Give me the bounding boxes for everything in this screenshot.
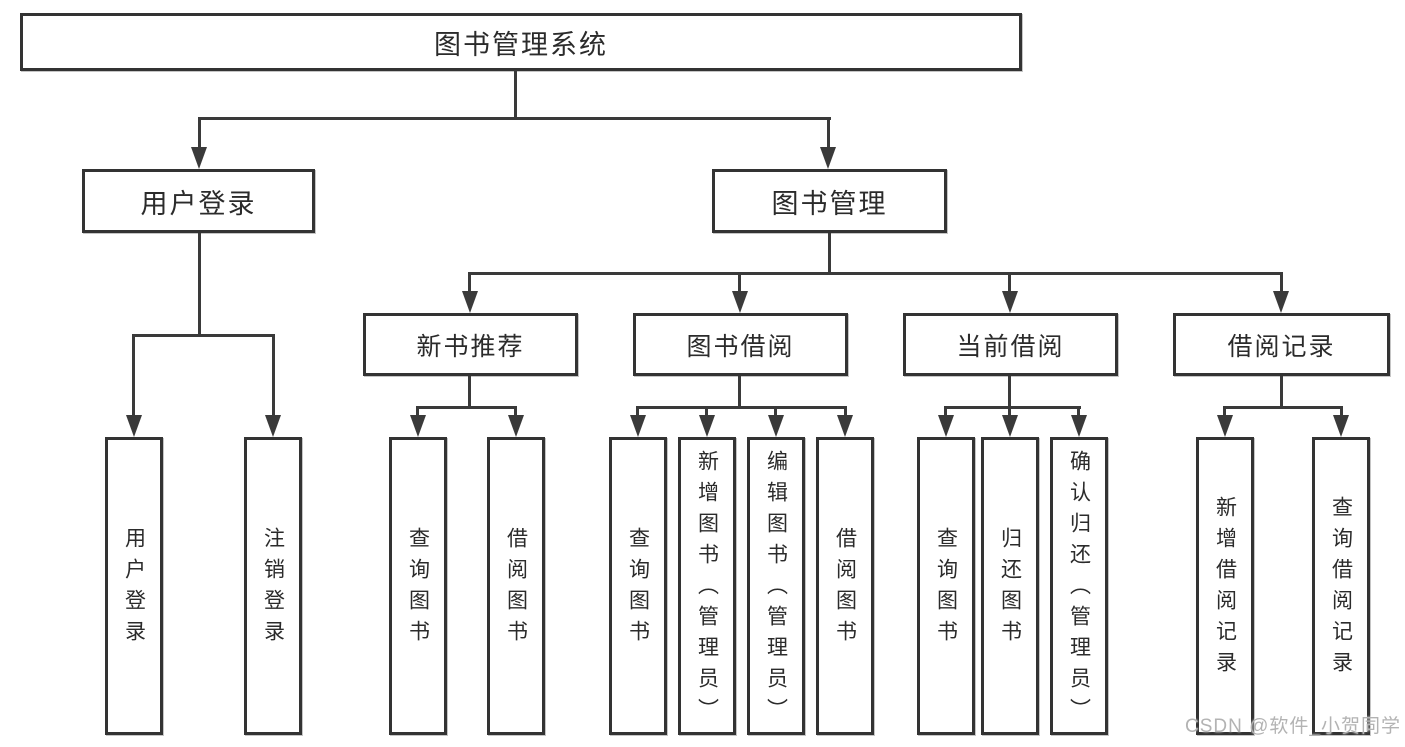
node-root-system: 图书管理系统 — [20, 13, 1022, 71]
connector-records-drop-2 — [1340, 406, 1343, 417]
connector-records-stem — [1280, 376, 1283, 409]
connector-root-rail — [198, 117, 831, 120]
connector-current-drop-3 — [1077, 406, 1080, 417]
leaf-borrow-books-recommend: 借阅图书 — [487, 437, 545, 735]
arrow-down-icon — [699, 415, 715, 437]
connector-root-drop-right — [827, 117, 830, 150]
arrow-down-icon — [1071, 415, 1087, 437]
leaf-query-books-current: 查询图书 — [917, 437, 975, 735]
leaf-return-books: 归还图书 — [981, 437, 1039, 735]
arrow-down-icon — [508, 415, 524, 437]
arrow-down-icon — [265, 415, 281, 437]
arrow-down-icon — [820, 147, 836, 169]
connector-root-stem — [514, 70, 517, 118]
connector-userlogin-drop-2 — [272, 334, 275, 417]
node-book-management: 图书管理 — [712, 169, 947, 233]
arrow-down-icon — [630, 415, 646, 437]
connector-userlogin-stem — [198, 233, 201, 337]
connector-userlogin-rail — [132, 334, 275, 337]
connector-bookmgmt-drop-4 — [1280, 272, 1283, 293]
arrow-down-icon — [462, 291, 478, 313]
leaf-query-borrow-record: 查询借阅记录 — [1312, 437, 1370, 735]
leaf-edit-books-admin: 编辑图书（管理员） — [747, 437, 805, 735]
connector-records-rail — [1223, 406, 1343, 409]
arrow-down-icon — [1217, 415, 1233, 437]
leaf-add-borrow-record: 新增借阅记录 — [1196, 437, 1254, 735]
node-new-book-recommend: 新书推荐 — [363, 313, 578, 376]
leaf-logout: 注销登录 — [244, 437, 302, 735]
leaf-add-books-admin: 新增图书（管理员） — [678, 437, 736, 735]
node-book-borrow: 图书借阅 — [633, 313, 848, 376]
connector-userlogin-drop-1 — [132, 334, 135, 417]
connector-bookmgmt-drop-3 — [1008, 272, 1011, 293]
connector-recommend-drop-1 — [416, 406, 419, 417]
arrow-down-icon — [837, 415, 853, 437]
connector-recommend-rail — [416, 406, 517, 409]
leaf-confirm-return-admin: 确认归还（管理员） — [1050, 437, 1108, 735]
node-user-login: 用户登录 — [82, 169, 315, 233]
connector-records-drop-1 — [1223, 406, 1226, 417]
connector-bookmgmt-drop-1 — [468, 272, 471, 293]
arrow-down-icon — [126, 415, 142, 437]
connector-borrow-drop-4 — [844, 406, 847, 417]
arrow-down-icon — [1002, 291, 1018, 313]
leaf-query-books-recommend: 查询图书 — [389, 437, 447, 735]
arrow-down-icon — [1333, 415, 1349, 437]
arrow-down-icon — [191, 147, 207, 169]
connector-borrow-drop-2 — [705, 406, 708, 417]
connector-recommend-drop-2 — [514, 406, 517, 417]
arrow-down-icon — [768, 415, 784, 437]
arrow-down-icon — [938, 415, 954, 437]
connector-borrow-drop-3 — [774, 406, 777, 417]
arrow-down-icon — [732, 291, 748, 313]
connector-root-drop-left — [198, 117, 201, 150]
arrow-down-icon — [1273, 291, 1289, 313]
connector-current-stem — [1008, 376, 1011, 409]
node-current-borrow: 当前借阅 — [903, 313, 1118, 376]
connector-borrow-drop-1 — [636, 406, 639, 417]
connector-borrow-rail — [636, 406, 847, 409]
leaf-query-books-borrow: 查询图书 — [609, 437, 667, 735]
connector-current-drop-2 — [1008, 406, 1011, 417]
csdn-watermark: CSDN @软件_小贺同学 — [1185, 716, 1401, 737]
connector-recommend-stem — [468, 376, 471, 409]
leaf-borrow-books: 借阅图书 — [816, 437, 874, 735]
connector-bookmgmt-drop-2 — [738, 272, 741, 293]
connector-bookmgmt-stem — [828, 233, 831, 275]
connector-borrow-stem — [738, 376, 741, 409]
arrow-down-icon — [410, 415, 426, 437]
leaf-user-login: 用户登录 — [105, 437, 163, 735]
connector-current-drop-1 — [944, 406, 947, 417]
arrow-down-icon — [1002, 415, 1018, 437]
connector-bookmgmt-rail — [468, 272, 1283, 275]
connector-current-rail — [944, 406, 1081, 409]
node-borrow-records: 借阅记录 — [1173, 313, 1390, 376]
